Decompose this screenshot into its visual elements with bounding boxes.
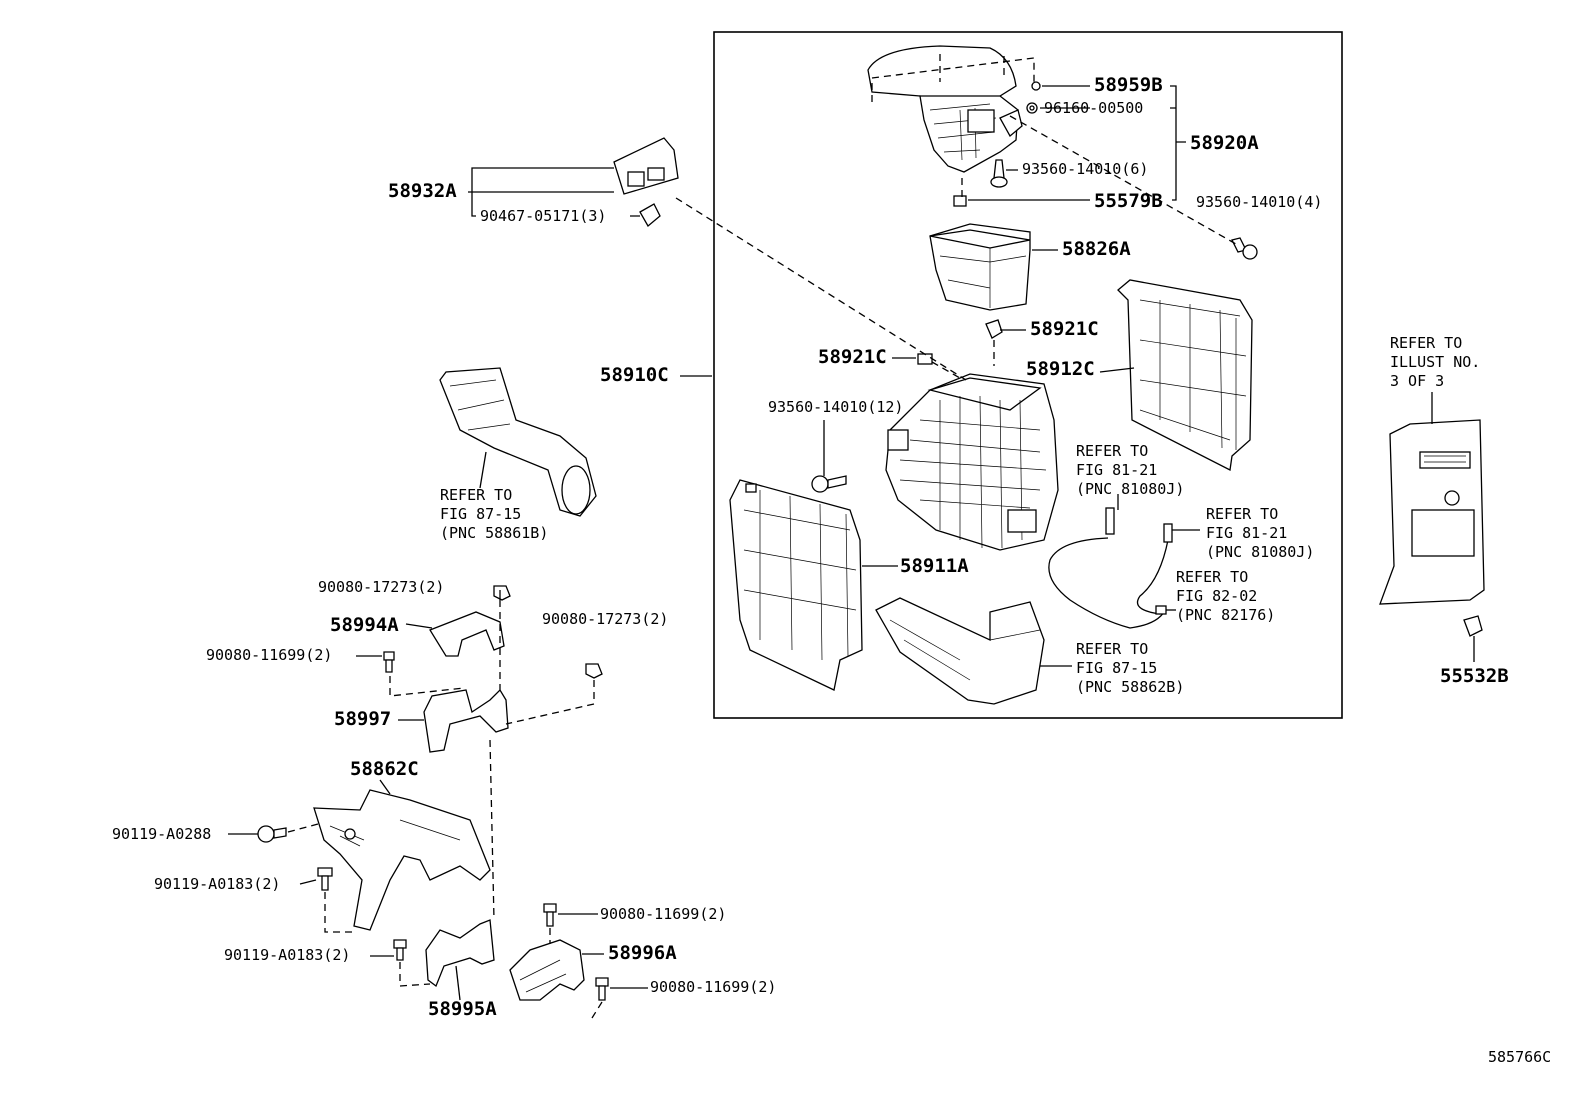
clip-55532B	[1463, 615, 1483, 637]
nut-90080-17273-a	[493, 585, 511, 601]
part-label-58994A: 58994A	[330, 614, 399, 636]
nut-90080-17273-b	[585, 663, 603, 679]
plate-58932A	[613, 137, 679, 195]
part-label-55579B: 55579B	[1094, 190, 1163, 212]
part-label-58826A: 58826A	[1062, 238, 1131, 260]
bracket-58997	[423, 688, 509, 753]
screw-93560-4	[1231, 237, 1258, 260]
washer-96160	[1026, 102, 1038, 114]
lid-outline-dash	[871, 54, 1035, 102]
duct-58861B	[439, 367, 597, 517]
part-label-90080-11699-b: 90080-11699(2)	[600, 905, 727, 923]
lower-trim-58862B	[875, 597, 1045, 705]
clip-55579B	[953, 195, 967, 207]
part-label-93560-14010-6: 93560-14010(6)	[1022, 160, 1149, 178]
part-label-90119-A0288: 90119-A0288	[112, 825, 212, 843]
part-label-58921C-right: 58921C	[1030, 318, 1099, 340]
part-label-58912C: 58912C	[1026, 358, 1095, 380]
part-label-90080-17273-a: 90080-17273(2)	[318, 578, 445, 596]
part-label-90467-05171: 90467-05171(3)	[480, 207, 607, 225]
assembly-frame	[713, 31, 1343, 719]
wiring-harness	[1048, 507, 1173, 629]
part-label-90119-A0183-a: 90119-A0183(2)	[154, 875, 281, 893]
clip-90467	[639, 203, 661, 227]
bracket-58862C	[313, 789, 491, 931]
console-body-58910C	[885, 373, 1059, 551]
reference-illust-3-of-3: REFER TO ILLUST NO. 3 OF 3	[1390, 334, 1481, 390]
clip-58921C-right	[985, 319, 1003, 339]
leader-lines	[228, 85, 1475, 1001]
reference-fig-82-02: REFER TO FIG 82-02 (PNC 82176)	[1176, 568, 1276, 624]
bracket-58994A	[429, 611, 505, 657]
bolt-90119-A0183-b	[393, 939, 407, 961]
part-label-55532B: 55532B	[1440, 665, 1509, 687]
part-label-90119-A0183-b: 90119-A0183(2)	[224, 946, 351, 964]
part-label-58920A: 58920A	[1190, 132, 1259, 154]
plug-58959B	[1031, 81, 1041, 91]
part-label-58997: 58997	[334, 708, 392, 730]
reference-fig-81-21-b: REFER TO FIG 81-21 (PNC 81080J)	[1206, 505, 1315, 561]
part-label-58932A: 58932A	[388, 180, 457, 202]
part-label-96160-00500: 96160-00500	[1044, 99, 1144, 117]
box-58826A	[929, 223, 1031, 311]
bolt-90119-A0183-a	[317, 867, 333, 891]
illustration-number: 585766C	[1488, 1048, 1552, 1066]
reference-fig-87-15-trim: REFER TO FIG 87-15 (PNC 58862B)	[1076, 640, 1185, 696]
part-label-90080-11699-a: 90080-11699(2)	[206, 646, 333, 664]
part-label-58862C: 58862C	[350, 758, 419, 780]
reference-fig-87-15-duct: REFER TO FIG 87-15 (PNC 58861B)	[440, 486, 549, 542]
part-label-90080-11699-c: 90080-11699(2)	[650, 978, 777, 996]
part-label-58959B: 58959B	[1094, 74, 1163, 96]
armrest-lid-58920A	[867, 45, 1023, 173]
part-label-93560-14010-12: 93560-14010(12)	[768, 398, 904, 416]
bracket-58996A	[509, 939, 585, 1001]
bolt-90080-11699-a	[383, 651, 395, 673]
part-label-58996A: 58996A	[608, 942, 677, 964]
bolt-90080-11699-c	[595, 977, 609, 1001]
rear-console-cover	[1379, 419, 1485, 605]
part-label-93560-14010-4: 93560-14010(4)	[1196, 193, 1323, 211]
screw-93560-12	[811, 475, 847, 493]
part-label-90080-17273-b: 90080-17273(2)	[542, 610, 669, 628]
part-label-58995A: 58995A	[428, 998, 497, 1020]
bracket-58995A	[425, 919, 495, 988]
bolt-90119-A0288	[257, 825, 287, 843]
side-panel-58911A	[729, 479, 863, 691]
part-label-58921C-left: 58921C	[818, 346, 887, 368]
clip-58921C-left	[917, 353, 933, 365]
bolt-90080-11699-b	[543, 903, 557, 927]
side-panel-58912C	[1117, 279, 1253, 471]
part-label-58910C: 58910C	[600, 364, 669, 386]
screw-93560-6	[990, 159, 1008, 188]
part-label-58911A: 58911A	[900, 555, 969, 577]
reference-fig-81-21-a: REFER TO FIG 81-21 (PNC 81080J)	[1076, 442, 1185, 498]
